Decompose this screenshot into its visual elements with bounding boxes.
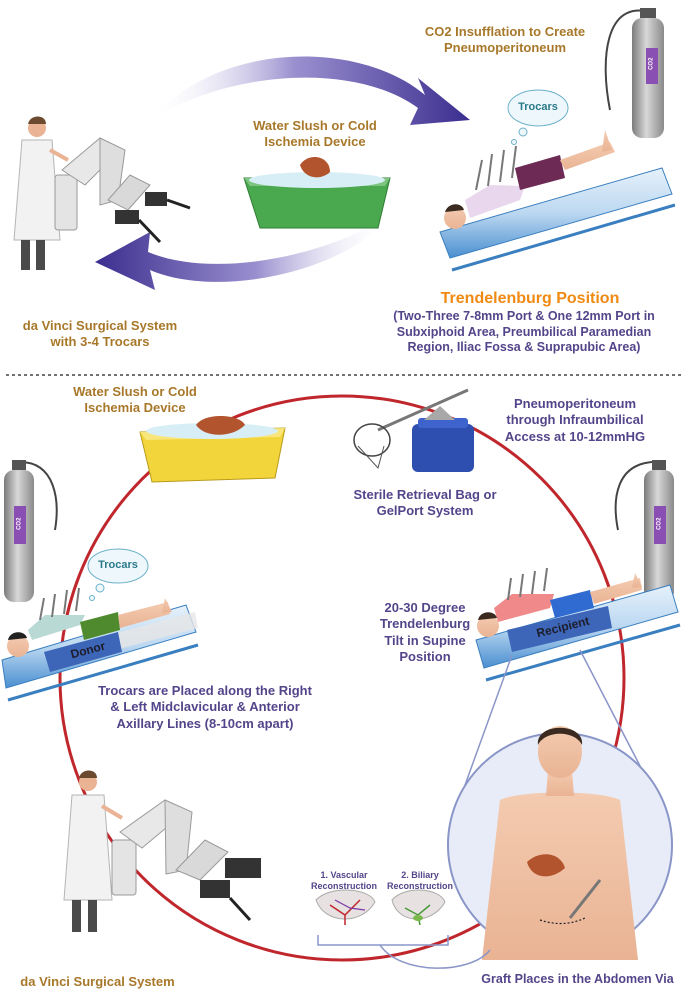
trendelenburg-detail: (Two-Three 7-8mm Port & One 12mm Port in… [393, 309, 655, 355]
co2-tank-left-label: CO2 [16, 517, 23, 530]
retrieval-bag-label: Sterile Retrieval Bag or GelPort System [353, 487, 497, 519]
vascular-reconstruction-label: 1. Vascular Reconstruction [310, 870, 377, 892]
co2-tank-right-label: CO2 [656, 517, 663, 530]
trocars-bubble-top-shape [507, 89, 569, 145]
co2-tank-left [4, 460, 58, 602]
water-slush-title-bottom: Water Slush or Cold Ischemia Device [73, 384, 197, 416]
water-slush-title-top: Water Slush or Cold Ischemia Device [253, 118, 377, 150]
biliary-reconstruction-label: 2. Biliary Reconstruction [386, 870, 453, 892]
arrow-top [150, 56, 470, 125]
trocars-bubble-bottom-shape [87, 548, 149, 601]
donor-tag-shape [44, 632, 122, 672]
surgeon-figure-bottom [63, 770, 124, 932]
co2-tank-top [604, 8, 664, 138]
recipient-zoom-circle [447, 726, 673, 960]
davinci-label-top: da Vinci Surgical System with 3-4 Trocar… [22, 318, 178, 350]
pneumoperitoneum-title: Pneumoperitoneum through Infraumbilical … [504, 396, 646, 444]
cycle-circle [58, 394, 626, 962]
davinci-label-bottom: da Vinci Surgical System [20, 974, 175, 989]
robot-arm-top [54, 137, 191, 244]
recipient-tag-shape [507, 606, 612, 652]
retrieval-bag-gelport [353, 388, 474, 472]
cold-ischemia-tray-top [243, 156, 391, 229]
graft-connector [379, 944, 491, 969]
co2-insufflation-title: CO2 Insufflation to Create Pneumoperiton… [424, 24, 586, 56]
vascular-reconstruction-image [315, 889, 376, 925]
trendelenburg-tilt-label: 20-30 Degree Trendelenburg Tilt in Supin… [379, 600, 471, 664]
cold-ischemia-tray-bottom [139, 415, 286, 483]
trocars-bubble-top: Trocars [518, 101, 558, 113]
trocars-placement-label: Trocars are Placed along the Right & Lef… [98, 683, 312, 731]
co2-tank-top-label: CO2 [648, 57, 655, 70]
patient-table-top [439, 130, 676, 272]
graft-placement-label: Graft Places in the Abdomen Via [481, 972, 674, 986]
arrow-bottom [95, 215, 390, 290]
trocars-bubble-bottom: Trocars [98, 559, 138, 571]
biliary-reconstruction-image [391, 889, 446, 926]
co2-tank-right [614, 460, 674, 602]
trendelenburg-title: Trendelenburg Position [440, 290, 620, 307]
robot-arm-bottom [111, 799, 261, 922]
surgeon-figure-top [13, 116, 69, 270]
reconstruction-bracket [317, 935, 449, 946]
